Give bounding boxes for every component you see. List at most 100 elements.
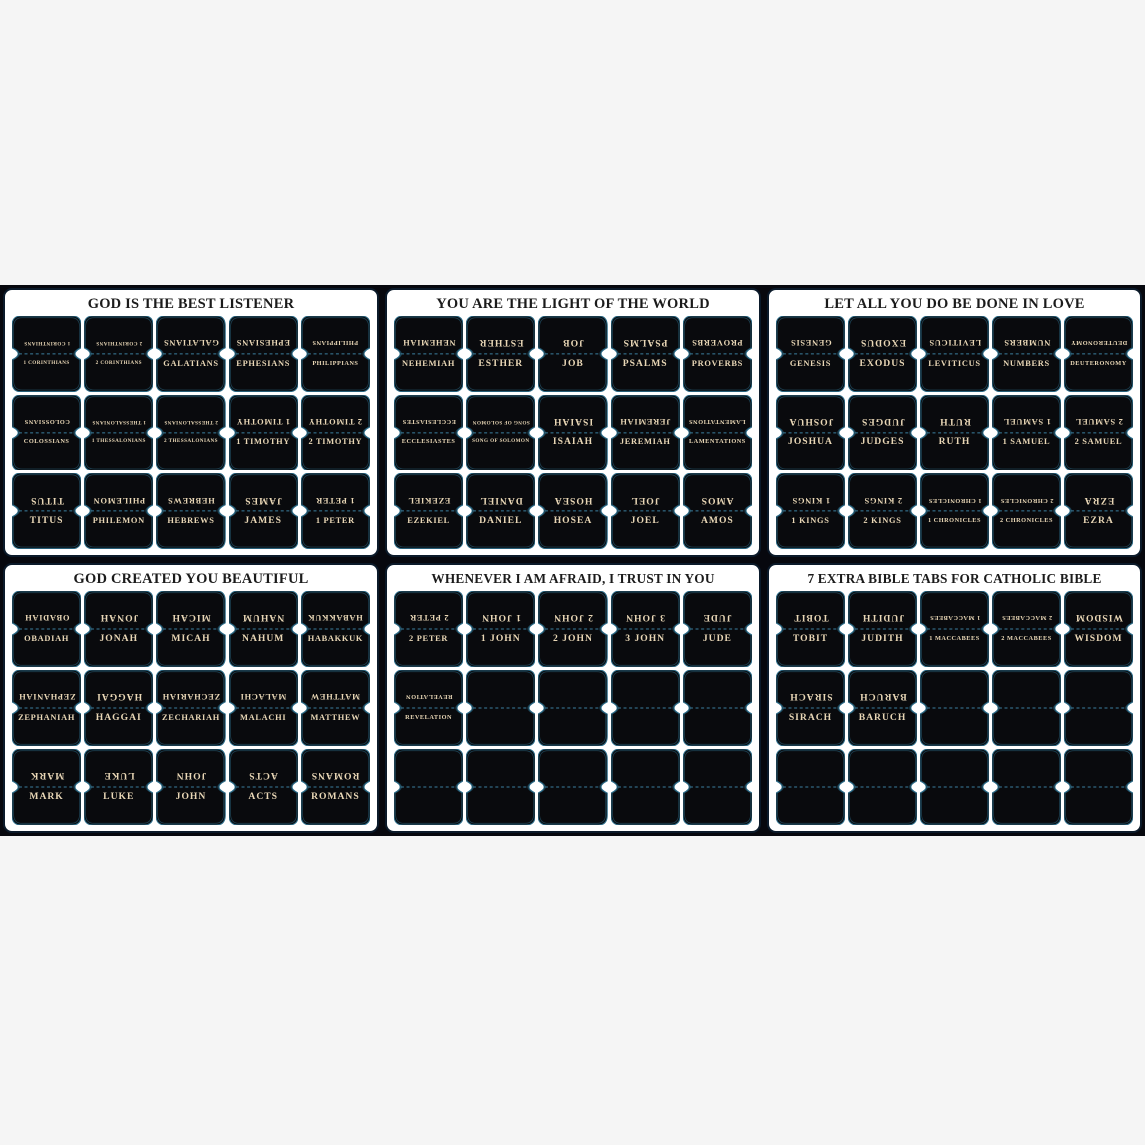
bible-tab-blank[interactable] <box>848 749 917 825</box>
bible-tab-blank[interactable] <box>920 749 989 825</box>
tab-outline-icon <box>228 591 298 667</box>
bible-tab-blank[interactable] <box>992 670 1061 746</box>
tab-outline-icon <box>538 749 608 825</box>
tab-outline-icon <box>12 749 82 825</box>
bible-tab-blank[interactable] <box>920 670 989 746</box>
bible-tab-blank[interactable] <box>1064 670 1133 746</box>
tab-outline-icon <box>848 473 917 549</box>
panel-title: WHENEVER I AM AFRAID, I TRUST IN YOU <box>431 571 715 586</box>
tab-outline-icon <box>610 749 680 825</box>
bible-tab-blank[interactable] <box>394 749 464 825</box>
bible-tab-blank[interactable] <box>776 749 845 825</box>
bible-tab-blank[interactable] <box>466 670 536 746</box>
bible-tab-blank[interactable] <box>682 749 752 825</box>
bible-tab-blank[interactable] <box>538 670 608 746</box>
bible-tab-blank[interactable] <box>610 670 680 746</box>
tab-outline-icon <box>920 394 989 471</box>
tab-outline-icon <box>228 316 298 392</box>
tab-outline-icon <box>538 591 608 667</box>
bible-tab-blank[interactable] <box>538 749 608 825</box>
bible-tab-blank[interactable] <box>466 749 536 825</box>
bible-tab-blank[interactable] <box>992 749 1061 825</box>
bible-tab-blank[interactable] <box>1064 749 1133 825</box>
bible-tab-blank[interactable] <box>682 670 752 746</box>
bible-tab-blank[interactable] <box>610 749 680 825</box>
